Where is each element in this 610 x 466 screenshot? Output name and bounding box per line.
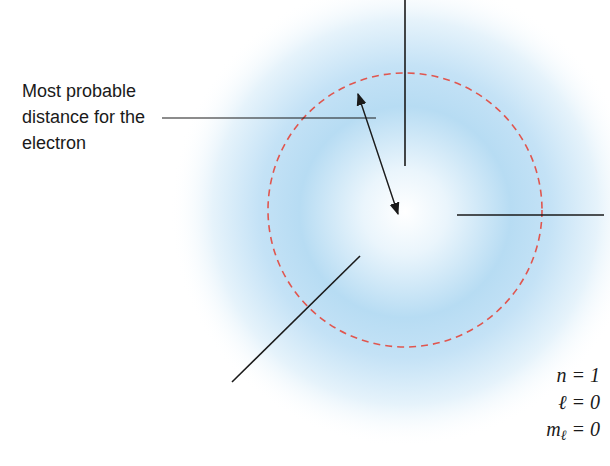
callout-label: Most probable distance for the electron: [22, 78, 152, 156]
z-axis: [404, 0, 406, 166]
probability-cloud: [170, 0, 610, 447]
distance-arrow: [358, 94, 398, 214]
leader-line: [162, 117, 376, 118]
quantum-number: n = 1: [557, 362, 601, 389]
quantum-number: mℓ = 0: [546, 416, 600, 449]
y-axis: [457, 214, 604, 216]
quantum-number: ℓ = 0: [558, 389, 600, 416]
x-axis: [232, 256, 360, 382]
